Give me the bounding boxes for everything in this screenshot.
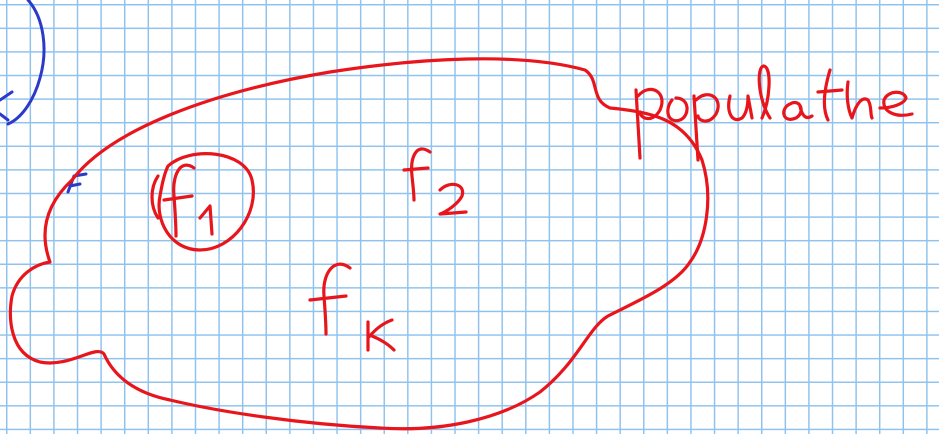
f2-sub-text: 2 [450, 204, 451, 206]
f1-letter [162, 163, 196, 238]
f1-sub-text: 1 [205, 224, 206, 226]
f1-subscript [198, 204, 214, 236]
blue-circle-stroke [6, 0, 46, 126]
f2-letter [402, 147, 432, 202]
f1-circle [157, 152, 255, 252]
fk-subscript [366, 318, 396, 352]
f2-subscript [438, 182, 468, 216]
population-outline [8, 57, 710, 431]
population-word [634, 64, 914, 162]
fk-letter [308, 262, 352, 336]
f1-bracket [150, 174, 160, 220]
blue-mark-stroke [0, 90, 14, 122]
f1-label-text: f [180, 199, 181, 201]
f2-label-text: f [415, 179, 416, 181]
population-label-text: populatie [640, 58, 645, 61]
